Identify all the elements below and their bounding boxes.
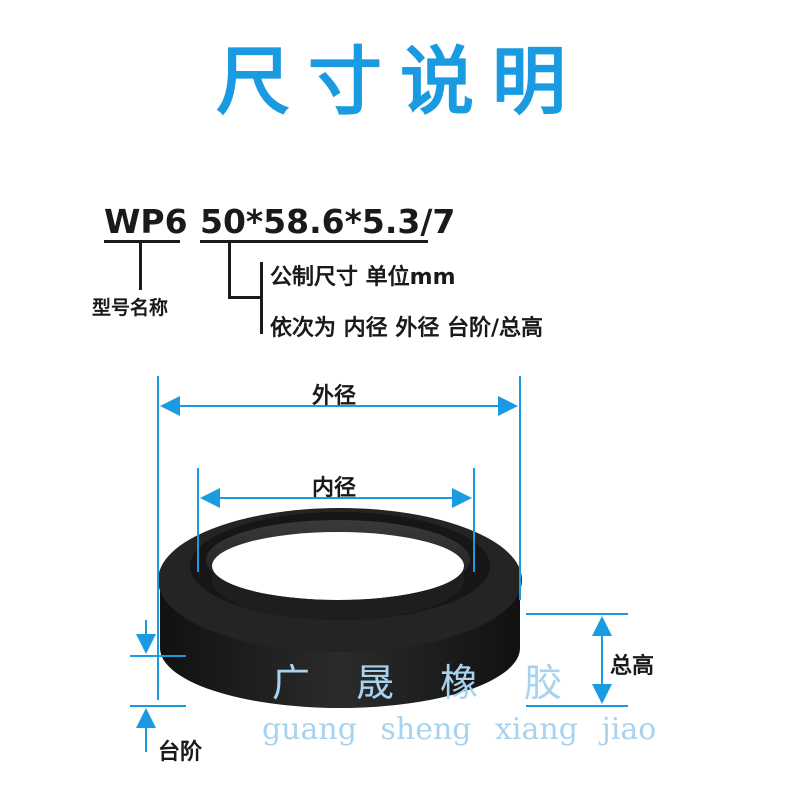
total-height-label: 总高 bbox=[610, 654, 655, 679]
rubber-seal-ring bbox=[158, 508, 522, 708]
spec-bracket-line bbox=[260, 262, 263, 334]
spec-underline bbox=[200, 240, 428, 243]
model-leader-line bbox=[139, 242, 142, 290]
inner-diameter-dimension bbox=[197, 468, 475, 572]
spec-leader-horizontal bbox=[228, 296, 262, 299]
page-title: 尺寸说明 bbox=[216, 39, 584, 125]
outer-diameter-dimension bbox=[157, 376, 521, 700]
watermark-pinyin: guang sheng xiang jiao bbox=[262, 712, 657, 747]
model-name-label: 型号名称 bbox=[92, 297, 169, 319]
spec-code: 50*58.6*5.3/7 bbox=[200, 202, 456, 241]
spec-leader-line bbox=[228, 242, 231, 298]
step-dimension bbox=[130, 620, 186, 752]
inner-diameter-label: 内径 bbox=[312, 476, 357, 501]
total-height-dimension bbox=[526, 613, 628, 707]
outer-diameter-label: 外径 bbox=[312, 384, 357, 409]
step-label: 台阶 bbox=[158, 740, 203, 765]
model-code: WP6 bbox=[104, 202, 188, 241]
spec-units-note: 公制尺寸 单位mm bbox=[270, 265, 456, 290]
spec-order-note: 依次为 内径 外径 台阶/总高 bbox=[270, 316, 544, 341]
model-underline bbox=[104, 240, 180, 243]
watermark-chinese: 广晟橡胶 bbox=[272, 661, 609, 705]
